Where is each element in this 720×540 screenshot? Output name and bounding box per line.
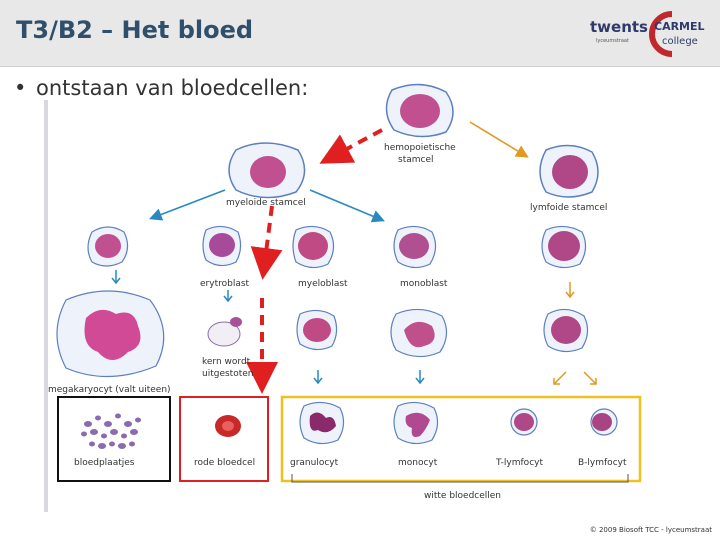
- scan-strip: [44, 100, 48, 512]
- label-nucleus-expelled-1: kern wordt: [202, 357, 251, 367]
- megakaryoblast-cell: [87, 226, 129, 267]
- monoblast-cell: [393, 225, 437, 269]
- logo-text-carmel: CARMEL: [654, 20, 705, 33]
- label-white-cells: witte bloedcellen: [424, 491, 501, 501]
- promonocyte-cell: [390, 308, 448, 358]
- logo-text-college: college: [662, 36, 698, 47]
- slide-title: T3/B2 – Het bloed: [16, 16, 254, 44]
- red-blood-cell: [215, 415, 241, 437]
- down-arrows-orange: [553, 282, 597, 385]
- label-lymphoid: lymfoide stamcel: [530, 203, 607, 213]
- label-granulocyte: granulocyt: [290, 458, 339, 468]
- t-lymphocyte-cell: [510, 408, 538, 436]
- college-logo: twents lyceumstraat CARMEL college: [590, 11, 705, 57]
- red-dashed-arrow-1: [319, 128, 383, 164]
- platelets-box: [57, 396, 171, 482]
- monocyte-cell: [393, 401, 439, 445]
- label-hemopoietic-1: hemopoietische: [384, 143, 456, 153]
- hemopoietic-stem-cell: [385, 83, 454, 138]
- label-platelets: bloedplaatjes: [74, 458, 135, 468]
- erythrocyte-nucleus-expelled: [207, 317, 242, 347]
- erythroblast-cell: [202, 225, 242, 267]
- megakaryocyte-cell: [56, 290, 165, 378]
- red-dashed-arrow-2: [250, 205, 283, 280]
- label-red-cell: rode bloedcel: [194, 458, 255, 468]
- slide-header: T3/B2 – Het bloed twents lyceumstraat CA…: [0, 0, 720, 67]
- myeloblast-cell: [292, 225, 335, 269]
- label-megakaryocyte: megakaryocyt (valt uiteen): [48, 385, 171, 395]
- logo-c-shape: [649, 11, 673, 57]
- platelets-cluster: [81, 413, 141, 449]
- label-myeloblast: myeloblast: [298, 279, 348, 289]
- down-arrows-blue: [111, 270, 425, 385]
- arrow-to-monoblast: [309, 189, 385, 223]
- b-lymphocyte-cell: [590, 408, 618, 436]
- label-erythroblast: erytroblast: [200, 279, 250, 289]
- white-blood-cells-box: [280, 395, 642, 483]
- red-blood-cell-box: [179, 396, 269, 482]
- footer-copyright: © 2009 Biosoft TCC - lyceumstraat: [589, 526, 712, 534]
- label-t-lymphocyte: T-lymfocyt: [495, 458, 543, 468]
- bullet-icon: •: [14, 76, 27, 100]
- label-nucleus-expelled-2: uitgestoten: [202, 369, 253, 379]
- logo-text-lyceumstraat: lyceumstraat: [596, 38, 629, 44]
- promyelocyte-cell: [296, 309, 338, 351]
- label-b-lymphocyte: B-lymfocyt: [578, 458, 627, 468]
- label-monoblast: monoblast: [400, 279, 448, 289]
- arrow-to-megakaryoblast: [149, 189, 226, 221]
- lymphoblast-cell: [541, 225, 587, 269]
- bullet-point: • ontstaan van bloedcellen:: [14, 76, 308, 100]
- label-hemopoietic-2: stamcel: [398, 155, 434, 165]
- blood-cell-formation-diagram: hemopoietische stamcel myeloide stamcel …: [44, 83, 642, 512]
- arrow-to-lymphoid: [469, 121, 529, 158]
- label-myeloid: myeloide stamcel: [226, 198, 306, 208]
- logo-text-twents: twents: [590, 18, 648, 36]
- myeloid-stem-cell: [228, 142, 306, 199]
- label-monocyte: monocyt: [398, 458, 438, 468]
- lymphoid-stem-cell: [539, 144, 599, 198]
- prolymphocyte-cell: [543, 308, 589, 353]
- white-cells-bracket: [291, 474, 629, 483]
- bullet-text: ontstaan van bloedcellen:: [36, 76, 309, 100]
- granulocyte-cell: [299, 401, 345, 445]
